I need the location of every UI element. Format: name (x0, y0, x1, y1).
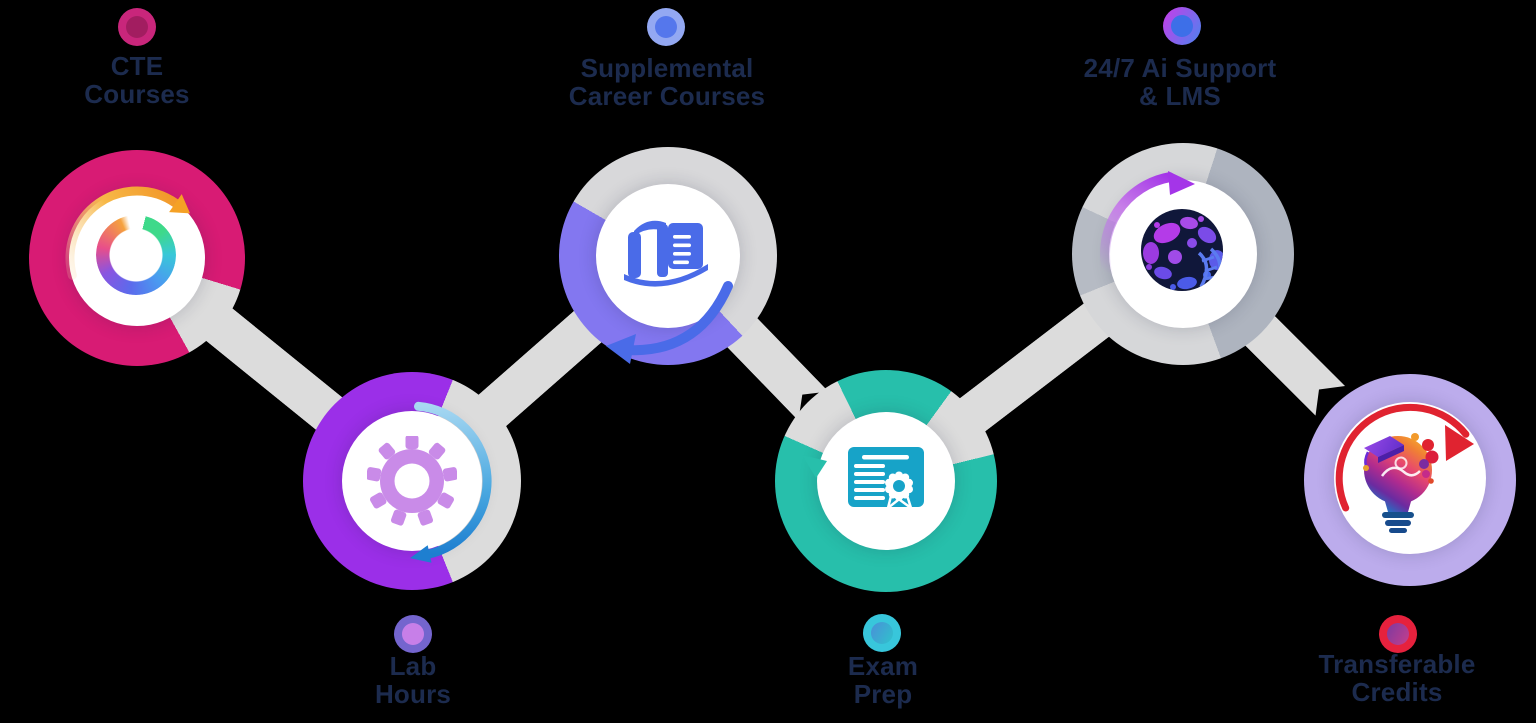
step-dot-center (126, 16, 148, 38)
red-cycle-arrow (1335, 403, 1474, 512)
label-line: CTE (110, 51, 164, 81)
transferable-inner-circle (1334, 402, 1486, 554)
step-dot-center (402, 623, 424, 645)
step-dot-center (1387, 623, 1409, 645)
label-line: Career Courses (568, 81, 766, 111)
label-line: 24/7 Ai Support (1083, 53, 1277, 83)
label-line: Lab (389, 651, 437, 681)
connector-band (124, 242, 426, 497)
connector-band (873, 237, 1196, 498)
step-dot-center (1171, 15, 1193, 37)
node-label: Transferable Credits (1237, 650, 1536, 706)
label-line: Hours (374, 679, 452, 709)
node-label: 24/7 Ai Support & LMS (1020, 54, 1340, 110)
node-label: CTE Courses (0, 52, 297, 108)
step-dot (647, 8, 685, 46)
graduate-lightbulb-icon (1363, 433, 1439, 533)
label-line: Credits (1351, 677, 1443, 707)
label-line: Exam (847, 651, 919, 681)
step-dot (863, 614, 901, 652)
step-dot (1379, 615, 1417, 653)
node-label: Lab Hours (253, 652, 573, 708)
label-line: Prep (853, 679, 913, 709)
step-dot (394, 615, 432, 653)
label-line: Supplemental (580, 53, 754, 83)
connector-band (653, 241, 829, 420)
transferable-progress-ring (1304, 374, 1516, 586)
connector-band (398, 240, 682, 497)
node-label: Supplemental Career Courses (507, 54, 827, 110)
step-dot-center (871, 622, 893, 644)
label-line: Courses (84, 79, 190, 109)
step-dot (1163, 7, 1201, 45)
node-label: Exam Prep (723, 652, 1043, 708)
connector-band (1168, 239, 1345, 416)
step-dot (118, 8, 156, 46)
step-dot-center (655, 16, 677, 38)
label-line: Transferable (1318, 649, 1476, 679)
label-line: & LMS (1139, 81, 1221, 111)
